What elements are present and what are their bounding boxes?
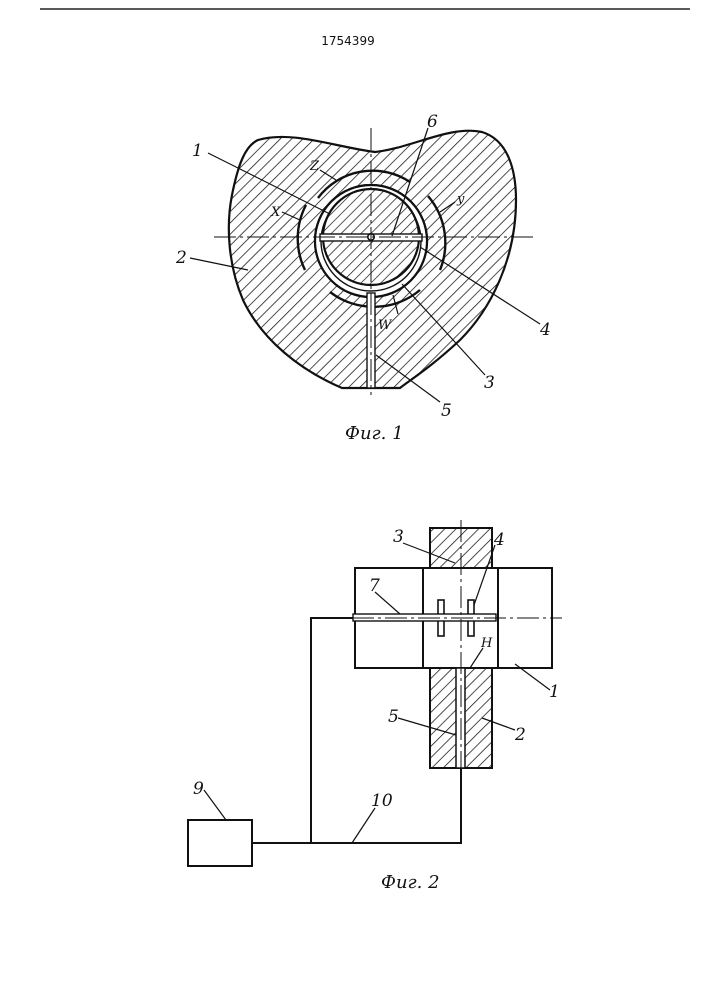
fig2-callout-10: 10 bbox=[371, 791, 393, 811]
fig2-callout-2: 2 bbox=[514, 725, 526, 745]
fig2-callout-4: 4 bbox=[493, 530, 505, 550]
fig1-letter-x: X bbox=[270, 205, 281, 220]
fig1-callout-1: 1 bbox=[192, 141, 203, 161]
fig1-callout-3: 3 bbox=[484, 373, 495, 393]
fig1-callout-5: 5 bbox=[441, 401, 452, 421]
fig2-callout-3: 3 bbox=[393, 527, 404, 547]
fig2-pipe-branch bbox=[311, 618, 353, 843]
fig2-callout-5: 5 bbox=[388, 707, 399, 727]
fig1-callout-6: 6 bbox=[427, 112, 438, 132]
fig2-letter-h: H bbox=[480, 636, 493, 651]
fig1-letter-y: y bbox=[456, 192, 465, 207]
document-number: 1754399 bbox=[321, 34, 374, 48]
figure-1: 1 2 6 4 3 5 X Z y W Фиг. 1 bbox=[175, 112, 551, 444]
fig1-callout-4: 4 bbox=[539, 320, 551, 340]
fig2-caption: Фиг. 2 bbox=[381, 872, 440, 893]
fig2-leader-9 bbox=[204, 790, 226, 820]
fig1-caption: Фиг. 1 bbox=[345, 423, 404, 444]
fig1-letter-w: W bbox=[378, 318, 393, 333]
fig2-callout-9: 9 bbox=[193, 779, 204, 799]
fig2-callout-1: 1 bbox=[549, 682, 560, 702]
fig1-callout-2: 2 bbox=[175, 248, 187, 268]
fig2-leader-10 bbox=[352, 808, 375, 843]
fig1-letter-z: Z bbox=[309, 159, 320, 174]
fig2-unit-9 bbox=[188, 820, 252, 866]
figure-2: 3 4 7 1 5 2 9 10 H Фиг. 2 bbox=[188, 520, 562, 893]
fig2-pipe-10 bbox=[252, 768, 461, 843]
fig2-callout-7: 7 bbox=[369, 576, 380, 596]
